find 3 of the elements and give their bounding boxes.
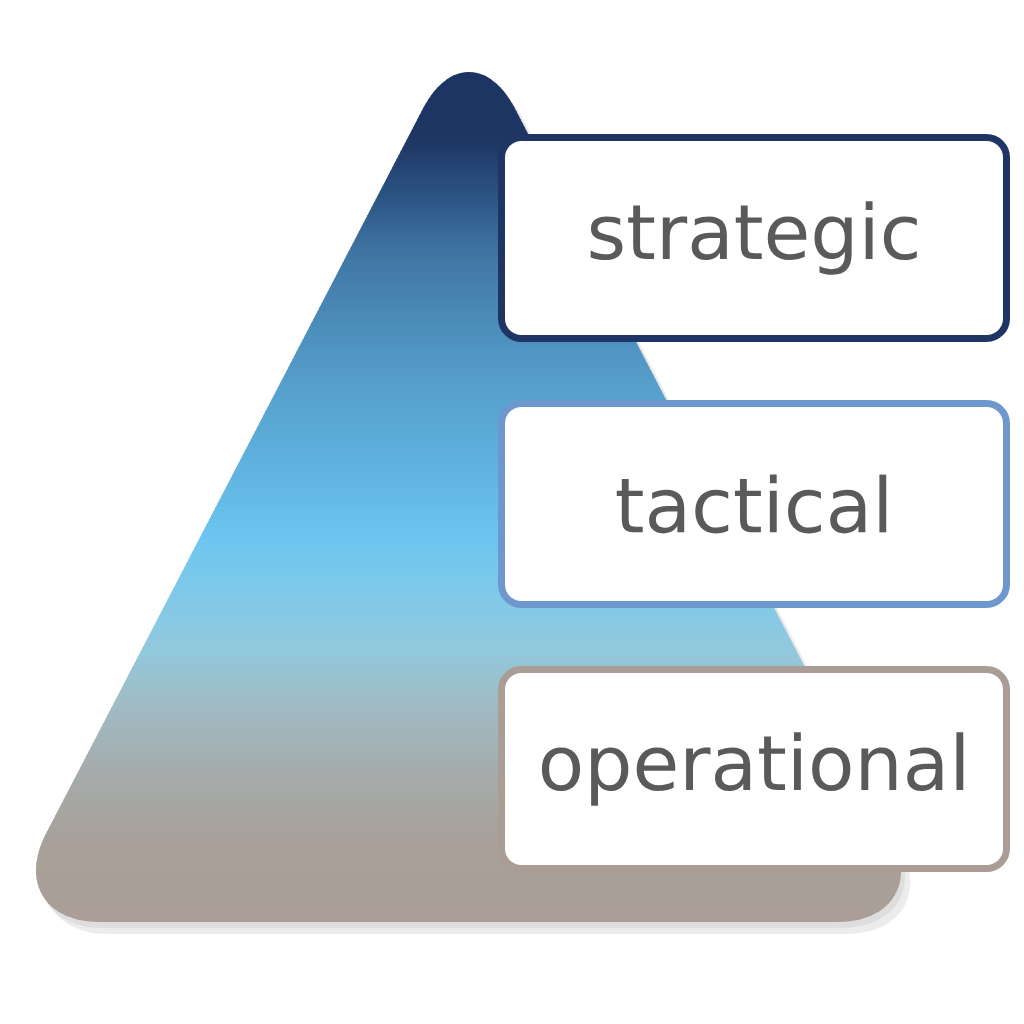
level-box: strategic	[498, 134, 1010, 342]
level-box: operational	[498, 666, 1010, 872]
level-box: tactical	[498, 400, 1010, 608]
